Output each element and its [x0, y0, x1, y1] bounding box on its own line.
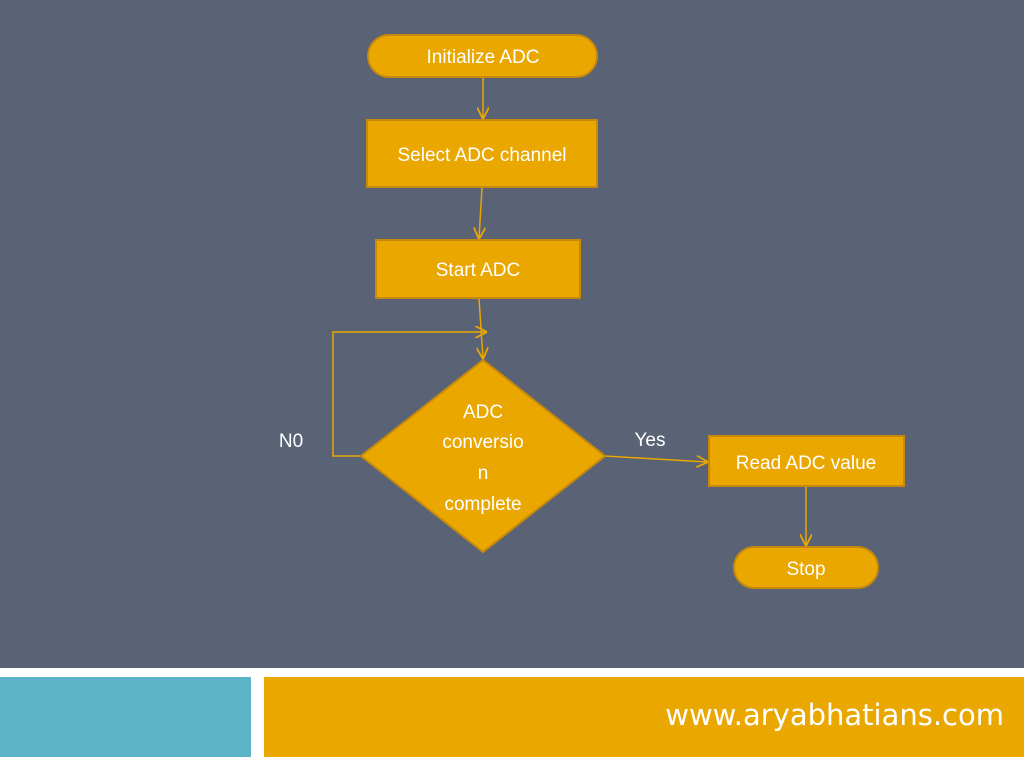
edge-start-to-decision — [479, 298, 483, 358]
edge-no-loop — [332, 332, 486, 457]
edge-label-yes: Yes — [635, 430, 666, 451]
node-select-adc-channel: Select ADC channel — [366, 119, 598, 188]
edge-decision-to-read — [604, 455, 707, 462]
node-start-adc-label: Start ADC — [436, 260, 520, 281]
node-initialize-adc-label: Initialize ADC — [427, 47, 540, 68]
node-initialize-adc: Initialize ADC — [367, 34, 598, 78]
footer-bar — [264, 677, 1024, 757]
edge-select-to-start — [479, 187, 482, 238]
footer-gap — [251, 677, 264, 757]
footer-accent-block — [0, 677, 251, 757]
decision-label-line-3: n — [478, 463, 489, 484]
footer-url: www.aryabhatians.com — [665, 698, 1004, 732]
node-stop: Stop — [733, 546, 879, 589]
node-read-adc-value: Read ADC value — [708, 435, 905, 487]
decision-label-line-1: ADC — [463, 402, 503, 423]
footer-bottom-strip — [0, 757, 1024, 768]
node-adc-conversion-complete: ADC conversio n complete — [359, 358, 607, 554]
node-select-adc-channel-label: Select ADC channel — [398, 145, 567, 166]
decision-label-line-2: conversio — [442, 432, 523, 453]
footer-divider — [0, 668, 1024, 677]
decision-label-line-4: complete — [444, 494, 521, 515]
node-stop-label: Stop — [786, 559, 825, 580]
edge-label-no: N0 — [279, 431, 303, 452]
node-start-adc: Start ADC — [375, 239, 581, 299]
node-read-adc-value-label: Read ADC value — [736, 453, 876, 474]
flowchart: Initialize ADC Select ADC channel Start … — [279, 34, 905, 589]
